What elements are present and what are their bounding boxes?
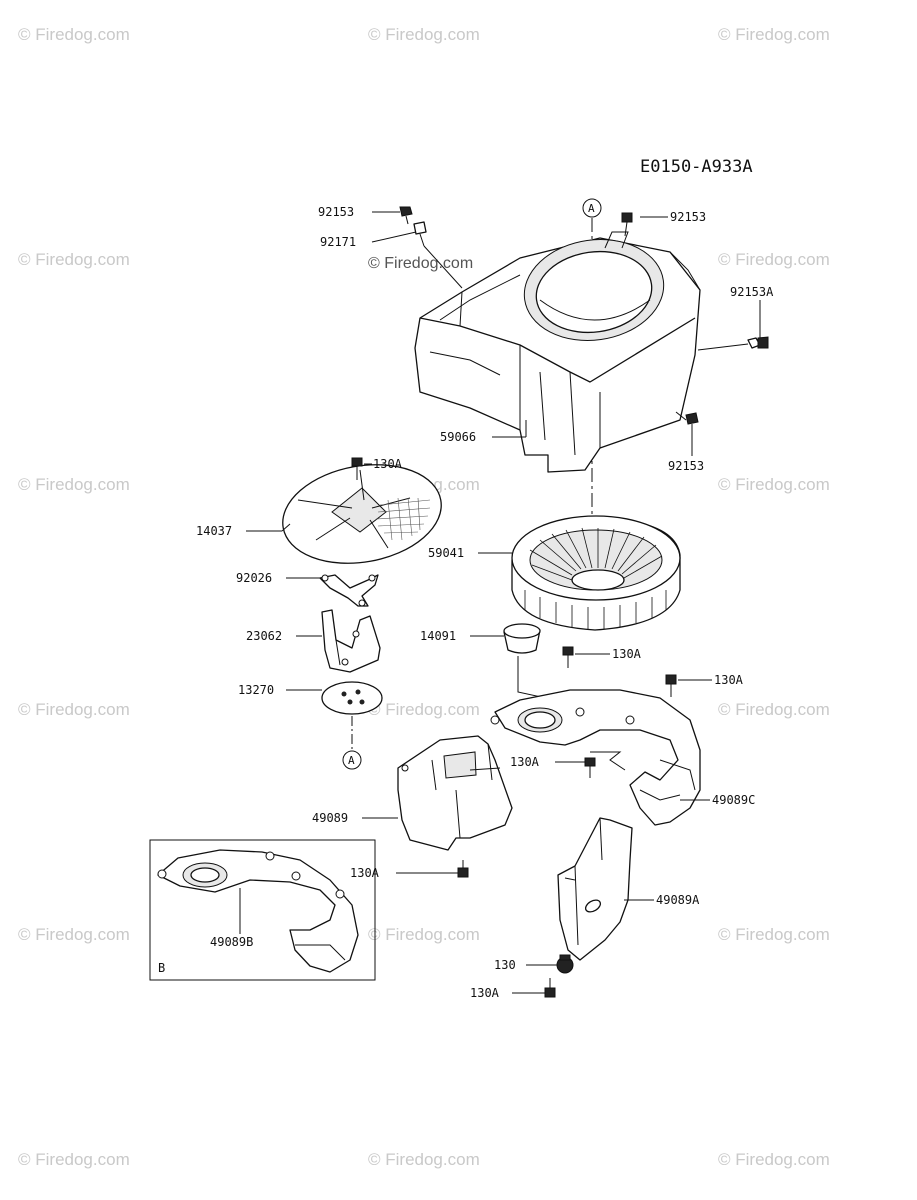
watermark: © Firedog.com — [18, 925, 130, 944]
callout-a-bottom: A — [342, 750, 362, 770]
part-label-130a: 130A — [350, 866, 380, 880]
diagram-code: E0150-A933A — [640, 157, 753, 177]
part-label-92153a: 92153A — [730, 285, 774, 299]
watermark: © Firedog.com — [18, 250, 130, 269]
screw-92171 — [413, 221, 427, 247]
watermark: © Firedog.com — [368, 1150, 480, 1169]
flywheel-fan — [511, 515, 681, 631]
bolt-130A-mid — [562, 646, 574, 668]
bolt-130A-right — [665, 674, 677, 697]
part-label-49089a: 49089A — [656, 893, 700, 907]
bolt-130A-lower — [457, 860, 469, 878]
part-label-130a: 130A — [714, 673, 744, 687]
inset-box-b: B — [149, 839, 376, 981]
bolt-92153-right-lower — [675, 411, 699, 425]
part-label-130a: 130A — [470, 986, 500, 1000]
part-label-92153: 92153 — [670, 210, 706, 224]
part-label-13270: 13270 — [238, 683, 274, 697]
rotating-screen — [282, 464, 442, 564]
plate-92026 — [319, 574, 379, 607]
bracket-23062 — [321, 609, 381, 673]
baffle-49089 — [397, 735, 513, 851]
guide-line-49089c — [590, 751, 626, 771]
part-label-49089c: 49089C — [712, 793, 755, 807]
watermark: © Firedog.com — [368, 700, 480, 719]
bolt-130A-bottom — [544, 978, 556, 998]
bolt-92153-top-right — [621, 212, 633, 237]
leader-92171-shroud — [423, 245, 463, 289]
part-label-92026: 92026 — [236, 571, 272, 585]
watermarks: © Firedog.com © Firedog.com © Firedog.co… — [18, 25, 830, 1169]
part-label-59066: 59066 — [440, 430, 476, 444]
watermark: © Firedog.com — [718, 1150, 830, 1169]
part-label-130a: 130A — [510, 755, 540, 769]
part-label-23062: 23062 — [246, 629, 282, 643]
bolt-130 — [556, 954, 574, 974]
part-label-14037: 14037 — [196, 524, 232, 538]
watermark: © Firedog.com — [18, 700, 130, 719]
watermark: © Firedog.com — [368, 255, 473, 272]
watermark: © Firedog.com — [368, 25, 480, 44]
part-labels: 92153 92171 92153 92153A 59066 92153 130… — [196, 205, 774, 1000]
svg-text:A: A — [348, 754, 355, 767]
watermark: © Firedog.com — [18, 475, 130, 494]
watermark: © Firedog.com — [718, 475, 830, 494]
part-label-92171: 92171 — [320, 235, 356, 249]
part-label-130a: 130A — [612, 647, 642, 661]
callout-b-label: B — [158, 961, 165, 975]
bolt-92153A — [747, 336, 769, 349]
watermark: © Firedog.com — [718, 25, 830, 44]
fan-housing-shroud — [414, 231, 701, 473]
bolt-92153-top-left — [399, 206, 413, 225]
callout-a-top: A — [582, 198, 602, 218]
watermark: © Firedog.com — [718, 700, 830, 719]
watermark: © Firedog.com — [18, 25, 130, 44]
part-label-49089: 49089 — [312, 811, 348, 825]
part-label-130: 130 — [494, 958, 516, 972]
bolt-130A-center — [584, 757, 596, 778]
cup-14091 — [503, 623, 541, 654]
watermark: © Firedog.com — [718, 250, 830, 269]
leader-lines — [246, 211, 761, 994]
plate-13270 — [321, 681, 383, 715]
baffle-49089A — [557, 817, 633, 961]
part-label-49089b: 49089B — [210, 935, 253, 949]
watermark: © Firedog.com — [18, 1150, 130, 1169]
leader-92153A-shroud — [697, 343, 749, 351]
part-label-130a: 130A — [373, 457, 403, 471]
part-label-14091: 14091 — [420, 629, 456, 643]
part-label-59041: 59041 — [428, 546, 464, 560]
part-label-92153: 92153 — [318, 205, 354, 219]
watermark: © Firedog.com — [368, 925, 480, 944]
watermark: © Firedog.com — [718, 925, 830, 944]
part-label-92153: 92153 — [668, 459, 704, 473]
baffle-49089C — [490, 689, 701, 826]
svg-text:A: A — [588, 202, 595, 215]
bolt-130A-top — [351, 457, 363, 480]
